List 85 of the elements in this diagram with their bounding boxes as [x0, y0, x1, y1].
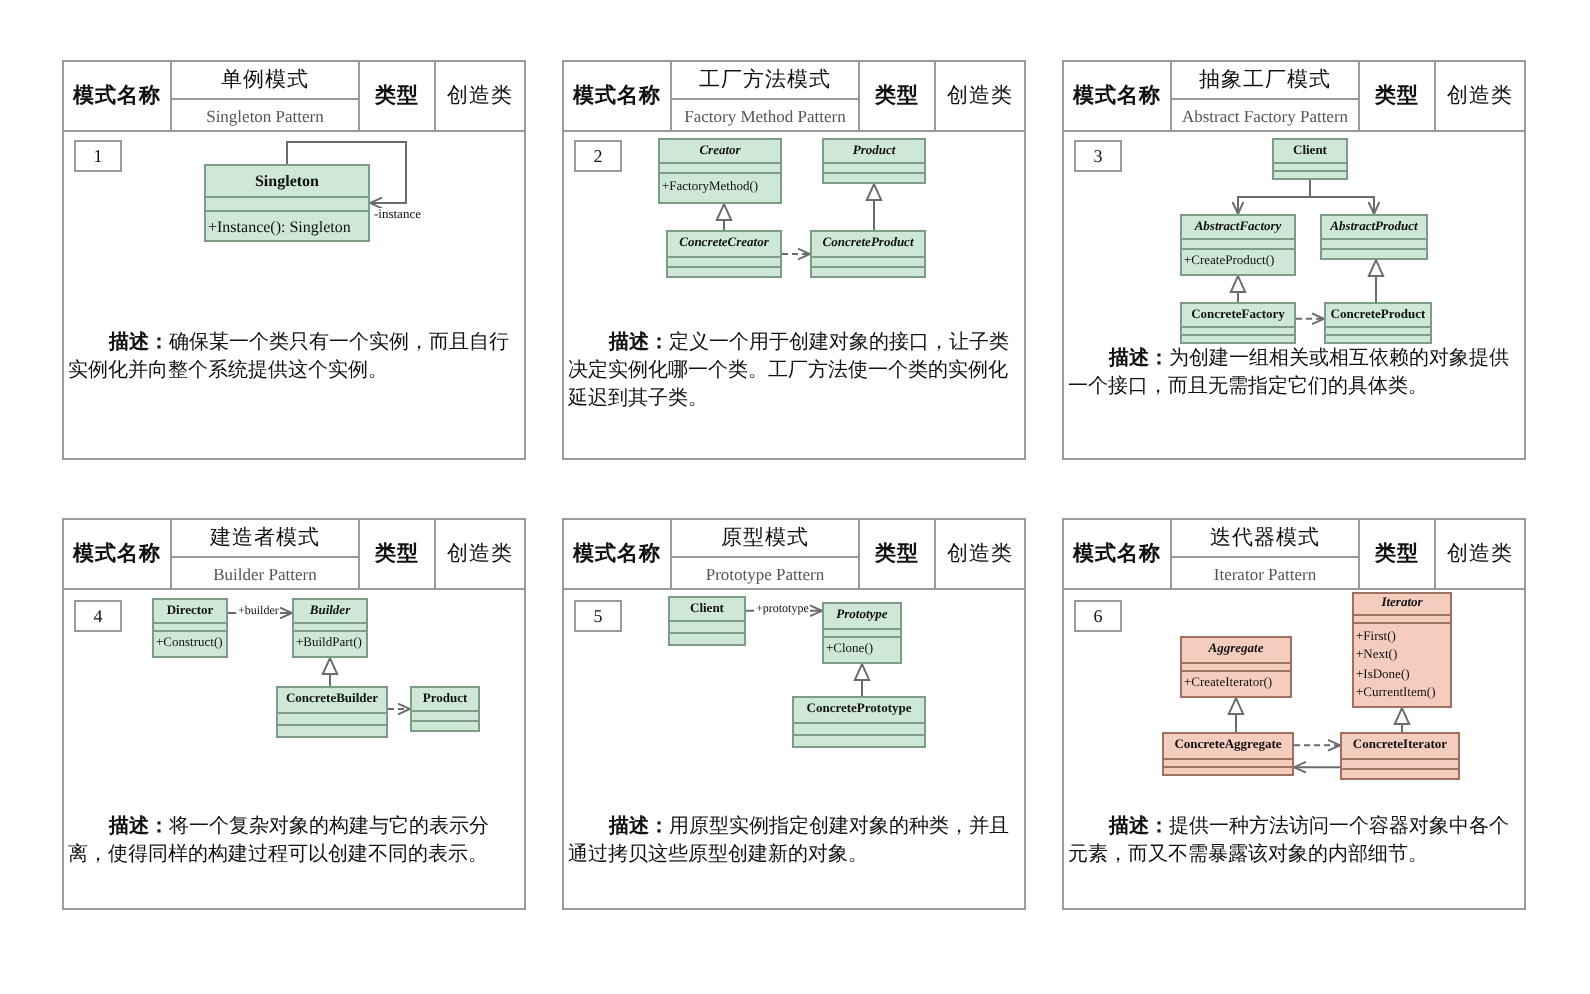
- class-box: [792, 696, 926, 748]
- pattern-card: [1062, 60, 1526, 460]
- header-cell: Factory Method Pattern: [672, 100, 860, 132]
- header-cell: 类型: [1360, 62, 1436, 132]
- inheritance-arrow: [1367, 259, 1385, 303]
- header-cell: 创造类: [1436, 62, 1524, 132]
- header-cell: Singleton Pattern: [172, 100, 360, 132]
- class-box: [1162, 732, 1294, 776]
- header-cell: 创造类: [1436, 520, 1524, 590]
- number-box: 6: [1074, 600, 1122, 632]
- class-box: [822, 138, 926, 184]
- number-box: 5: [574, 600, 622, 632]
- class-box: [1272, 138, 1348, 180]
- header-cell: 模式名称: [64, 62, 172, 132]
- pattern-card: [562, 60, 1026, 460]
- dashed-arrow: [387, 702, 411, 716]
- number-box: 1: [74, 140, 122, 172]
- class-box: [1352, 592, 1452, 708]
- header-cell: 创造类: [436, 520, 524, 590]
- header-cell: 模式名称: [564, 520, 672, 590]
- self-loop-arrow: [286, 141, 407, 210]
- header-cell: 工厂方法模式: [672, 62, 860, 100]
- dashed-arrow: [781, 247, 811, 261]
- number-box: 3: [1074, 140, 1122, 172]
- class-box: [152, 598, 228, 658]
- header-cell: Iterator Pattern: [1172, 558, 1360, 590]
- header-cell: 建造者模式: [172, 520, 360, 558]
- pattern-card: [62, 60, 526, 460]
- header-cell: Builder Pattern: [172, 558, 360, 590]
- header-cell: 创造类: [436, 62, 524, 132]
- number-box: 4: [74, 600, 122, 632]
- class-box: [292, 598, 368, 658]
- header-cell: Abstract Factory Pattern: [1172, 100, 1360, 132]
- header-cell: 单例模式: [172, 62, 360, 100]
- class-box: [276, 686, 388, 738]
- dashed-arrow: [1293, 738, 1341, 752]
- class-box: [810, 230, 926, 278]
- header-cell: 抽象工厂模式: [1172, 62, 1360, 100]
- class-box: [1180, 302, 1296, 344]
- class-box: [666, 230, 782, 278]
- class-box: [658, 138, 782, 204]
- class-name: Singleton: [254, 170, 319, 192]
- header-cell: 模式名称: [1064, 520, 1172, 590]
- dashed-arrow: [1295, 312, 1325, 326]
- header-cell: 模式名称: [1064, 62, 1172, 132]
- pattern-card: [62, 518, 526, 910]
- header-cell: 模式名称: [564, 62, 672, 132]
- class-box: [410, 686, 480, 732]
- header-cell: Prototype Pattern: [672, 558, 860, 590]
- inheritance-arrow: [321, 657, 339, 687]
- header-cell: 创造类: [936, 62, 1024, 132]
- header-cell: 原型模式: [672, 520, 860, 558]
- class-box: [1324, 302, 1432, 344]
- header-cell: 类型: [860, 520, 936, 590]
- inheritance-arrow: [865, 183, 883, 231]
- class-box: [822, 602, 902, 664]
- inheritance-arrow: [1229, 275, 1247, 303]
- inheritance-arrow: [1227, 697, 1245, 733]
- class-box: [1340, 732, 1460, 780]
- inheritance-arrow: [853, 663, 871, 697]
- header-cell: 类型: [360, 62, 436, 132]
- description-text: 描述：确保某一个类只有一个实例，而且自行实例化并向整个系统提供这个实例。: [68, 330, 511, 386]
- description-text: 描述：定义一个用于创建对象的接口，让子类决定实例化哪一个类。工厂方法使一个类的实例化延迟到其子类。: [568, 330, 1011, 414]
- class-box: [1180, 214, 1296, 276]
- class-box: [1320, 214, 1428, 260]
- header-cell: 创造类: [936, 520, 1024, 590]
- arrow: [1293, 760, 1341, 774]
- inheritance-arrow: [1393, 707, 1411, 733]
- class-box: [204, 164, 370, 242]
- header-cell: 模式名称: [64, 520, 172, 590]
- header-cell: 迭代器模式: [1172, 520, 1360, 558]
- description-text: 描述：提供一种方法访问一个容器对象中各个元素，而又不需暴露该对象的内部细节。: [1068, 814, 1511, 870]
- description-text: 描述：用原型实例指定创建对象的种类，并且通过拷贝这些原型创建新的对象。: [568, 814, 1011, 870]
- pattern-card: [1062, 518, 1526, 910]
- number-box: 2: [574, 140, 622, 172]
- header-cell: 类型: [1360, 520, 1436, 590]
- pattern-card: [562, 518, 1026, 910]
- header-cell: 类型: [360, 520, 436, 590]
- class-box: [1180, 636, 1292, 698]
- method-name: +Instance(): Singleton: [206, 215, 351, 237]
- inheritance-arrow: [715, 203, 733, 231]
- description-text: 描述：将一个复杂对象的构建与它的表示分离，使得同样的构建过程可以创建不同的表示。: [68, 814, 491, 870]
- description-text: 描述：为创建一组相关或相互依赖的对象提供一个接口，而且无需指定它们的具体类。: [1068, 346, 1511, 402]
- class-box: [668, 596, 746, 646]
- header-cell: 类型: [860, 62, 936, 132]
